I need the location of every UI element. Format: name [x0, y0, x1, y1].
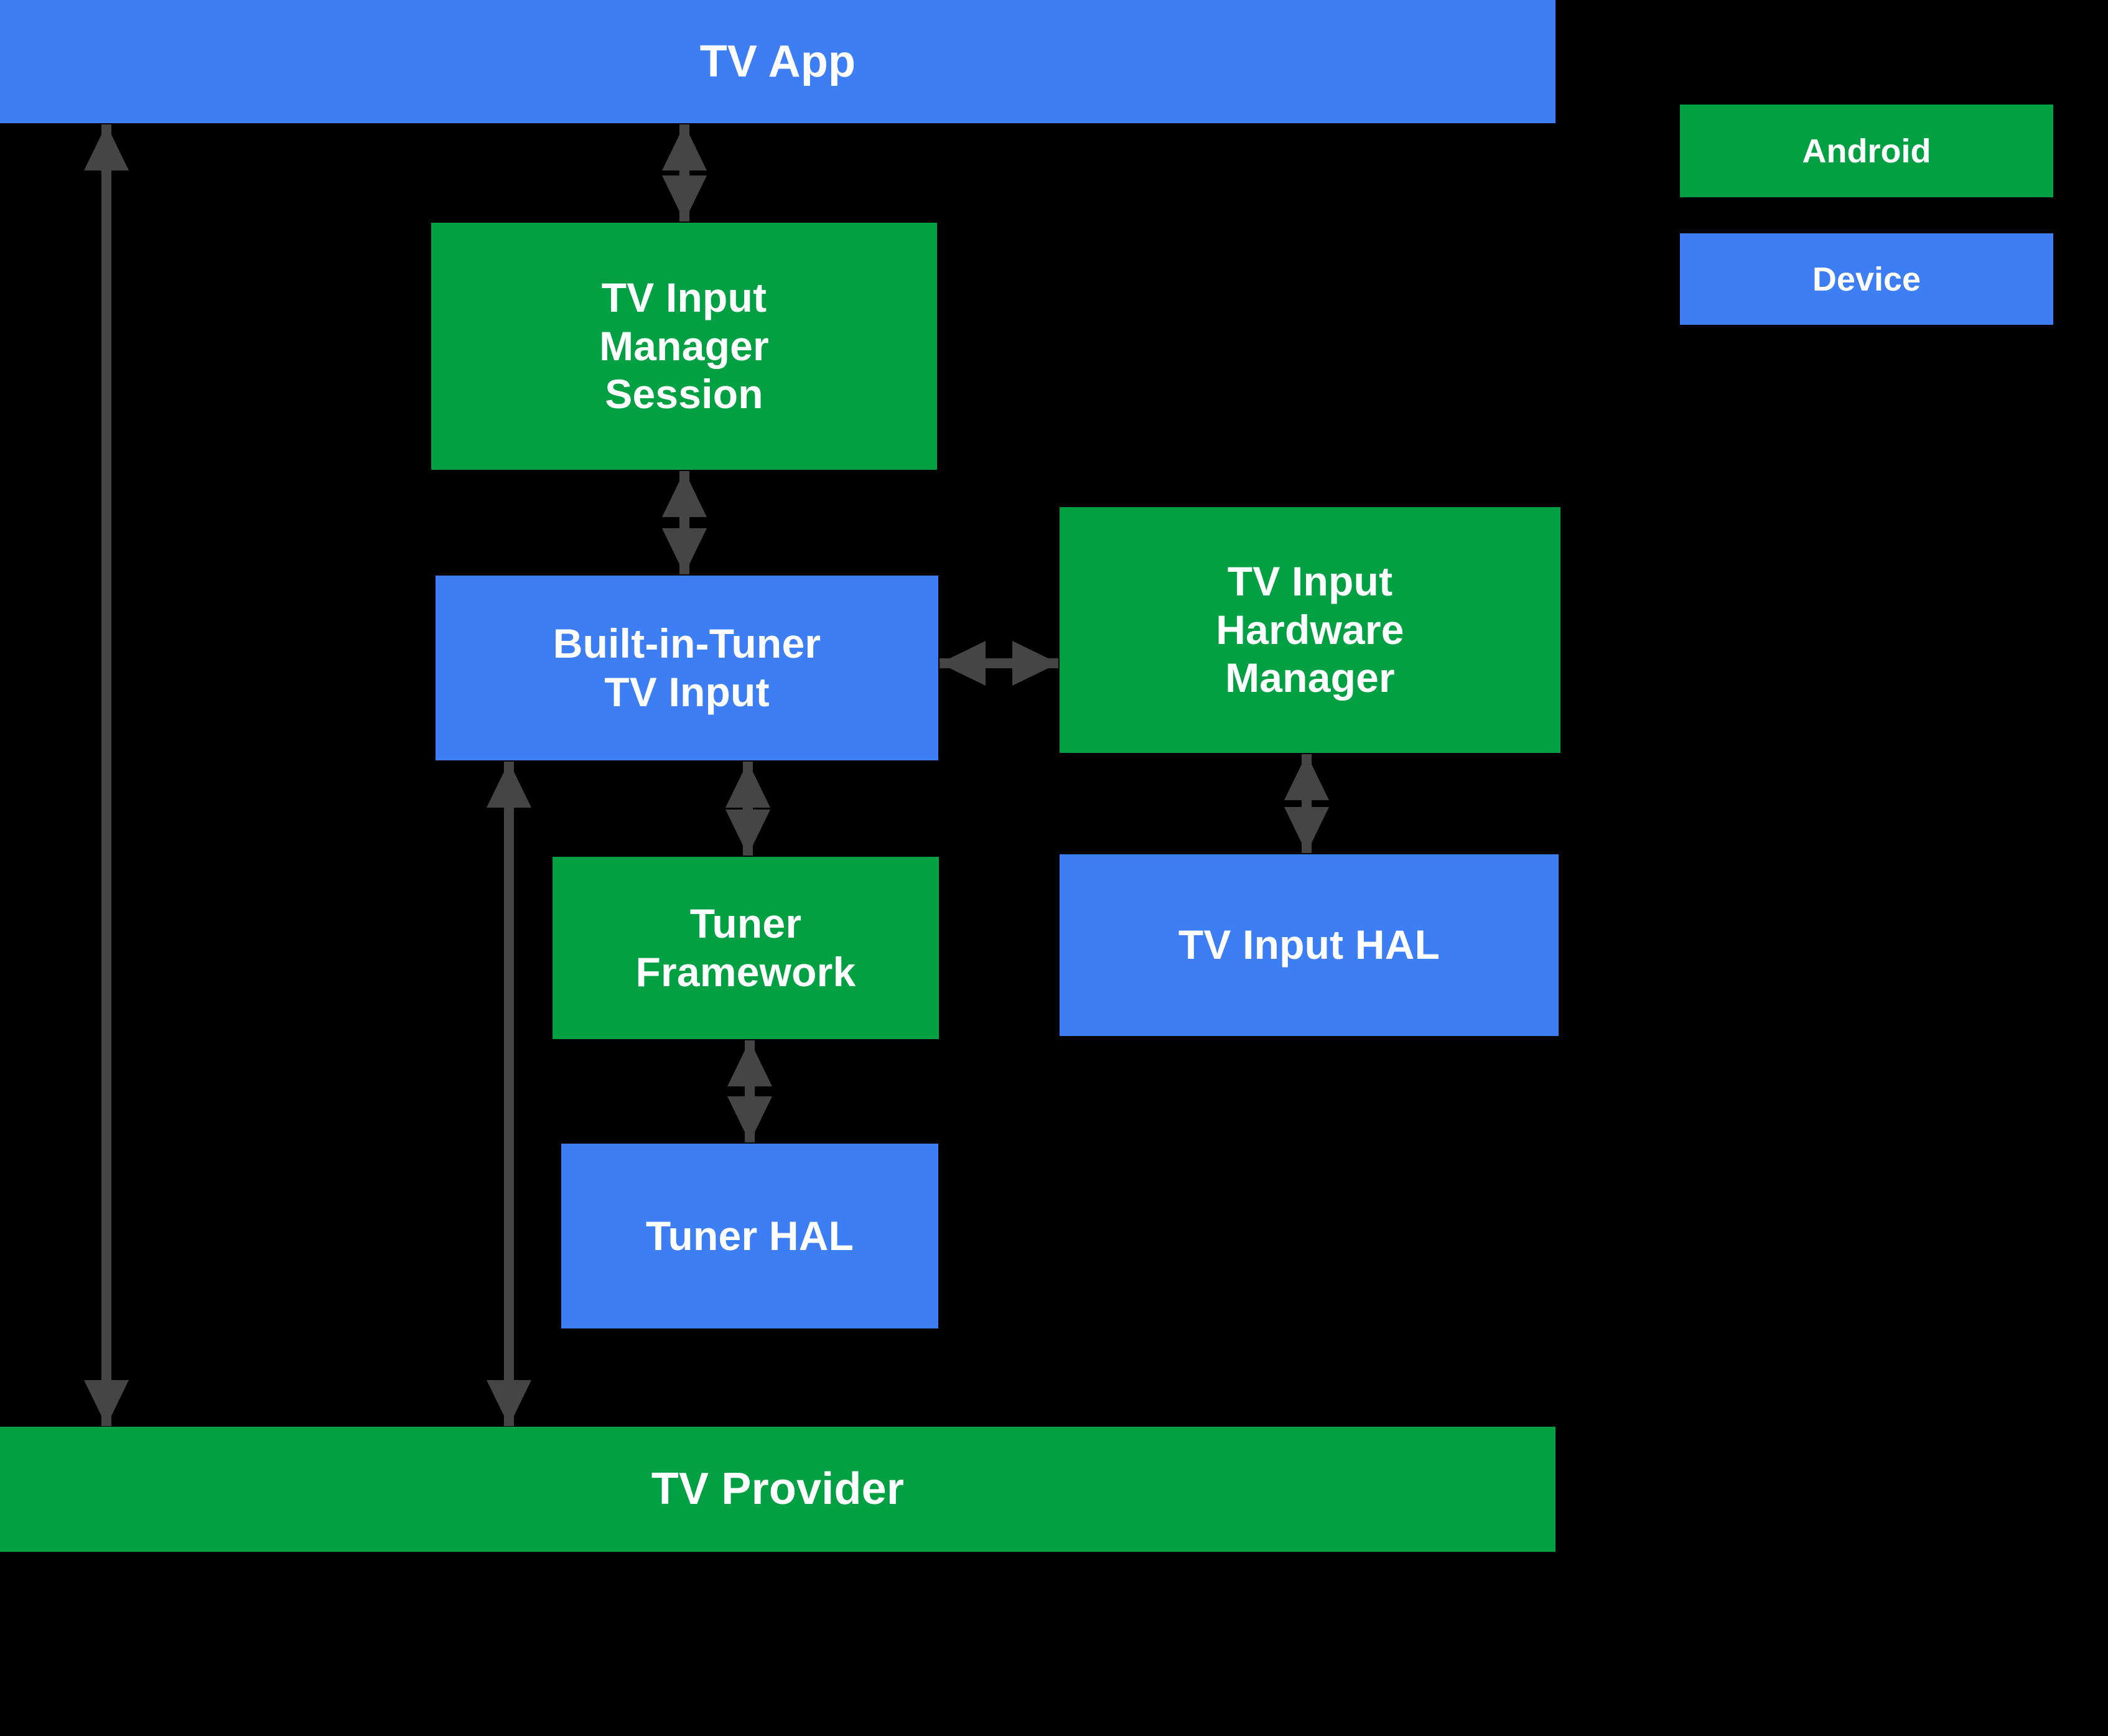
node-label-tv-provider: TV Provider [651, 1464, 905, 1514]
node-tuner-hal: Tuner HAL [561, 1144, 938, 1328]
legend-item-android: Android [1680, 105, 2053, 197]
node-tv-input-manager-session: TV Input Manager Session [431, 223, 937, 470]
connector-tv-input-manager-session-to-built-in-tuner-tv-input [662, 471, 707, 574]
node-label-tuner-hal: Tuner HAL [645, 1212, 854, 1259]
connector-tuner-framework-to-tuner-hal [727, 1040, 772, 1142]
connector-built-in-tuner-tv-input-to-tuner-framework [725, 762, 770, 856]
connector-tv-app-to-tv-input-manager-session [662, 124, 707, 222]
legend-label-device: Device [1812, 260, 1921, 298]
node-label-tv-input-hal: TV Input HAL [1178, 922, 1440, 968]
node-tv-input-hal: TV Input HAL [1060, 854, 1559, 1036]
connector-tv-app-to-tv-provider [84, 124, 129, 1426]
node-built-in-tuner-tv-input: Built-in-Tuner TV Input [436, 576, 938, 760]
node-tuner-framework: Tuner Framework [553, 857, 939, 1039]
connector-built-in-tuner-tv-input-to-tv-input-hardware-manager [940, 641, 1058, 686]
node-tv-provider: TV Provider [0, 1427, 1555, 1552]
node-label-built-in-tuner-tv-input: Built-in-Tuner TV Input [553, 620, 821, 715]
legend-label-android: Android [1802, 132, 1931, 170]
node-tv-input-hardware-manager: TV Input Hardware Manager [1060, 507, 1560, 753]
node-label-tv-input-manager-session: TV Input Manager Session [599, 274, 769, 418]
node-label-tuner-framework: Tuner Framework [635, 900, 856, 995]
node-label-tv-app: TV App [699, 36, 856, 86]
legend-item-device: Device [1680, 233, 2053, 325]
node-label-tv-input-hardware-manager: TV Input Hardware Manager [1216, 558, 1404, 701]
connector-built-in-tuner-tv-input-to-tv-provider [487, 762, 531, 1426]
node-tv-app: TV App [0, 0, 1555, 123]
connector-tv-input-hardware-manager-to-tv-input-hal [1284, 754, 1329, 853]
